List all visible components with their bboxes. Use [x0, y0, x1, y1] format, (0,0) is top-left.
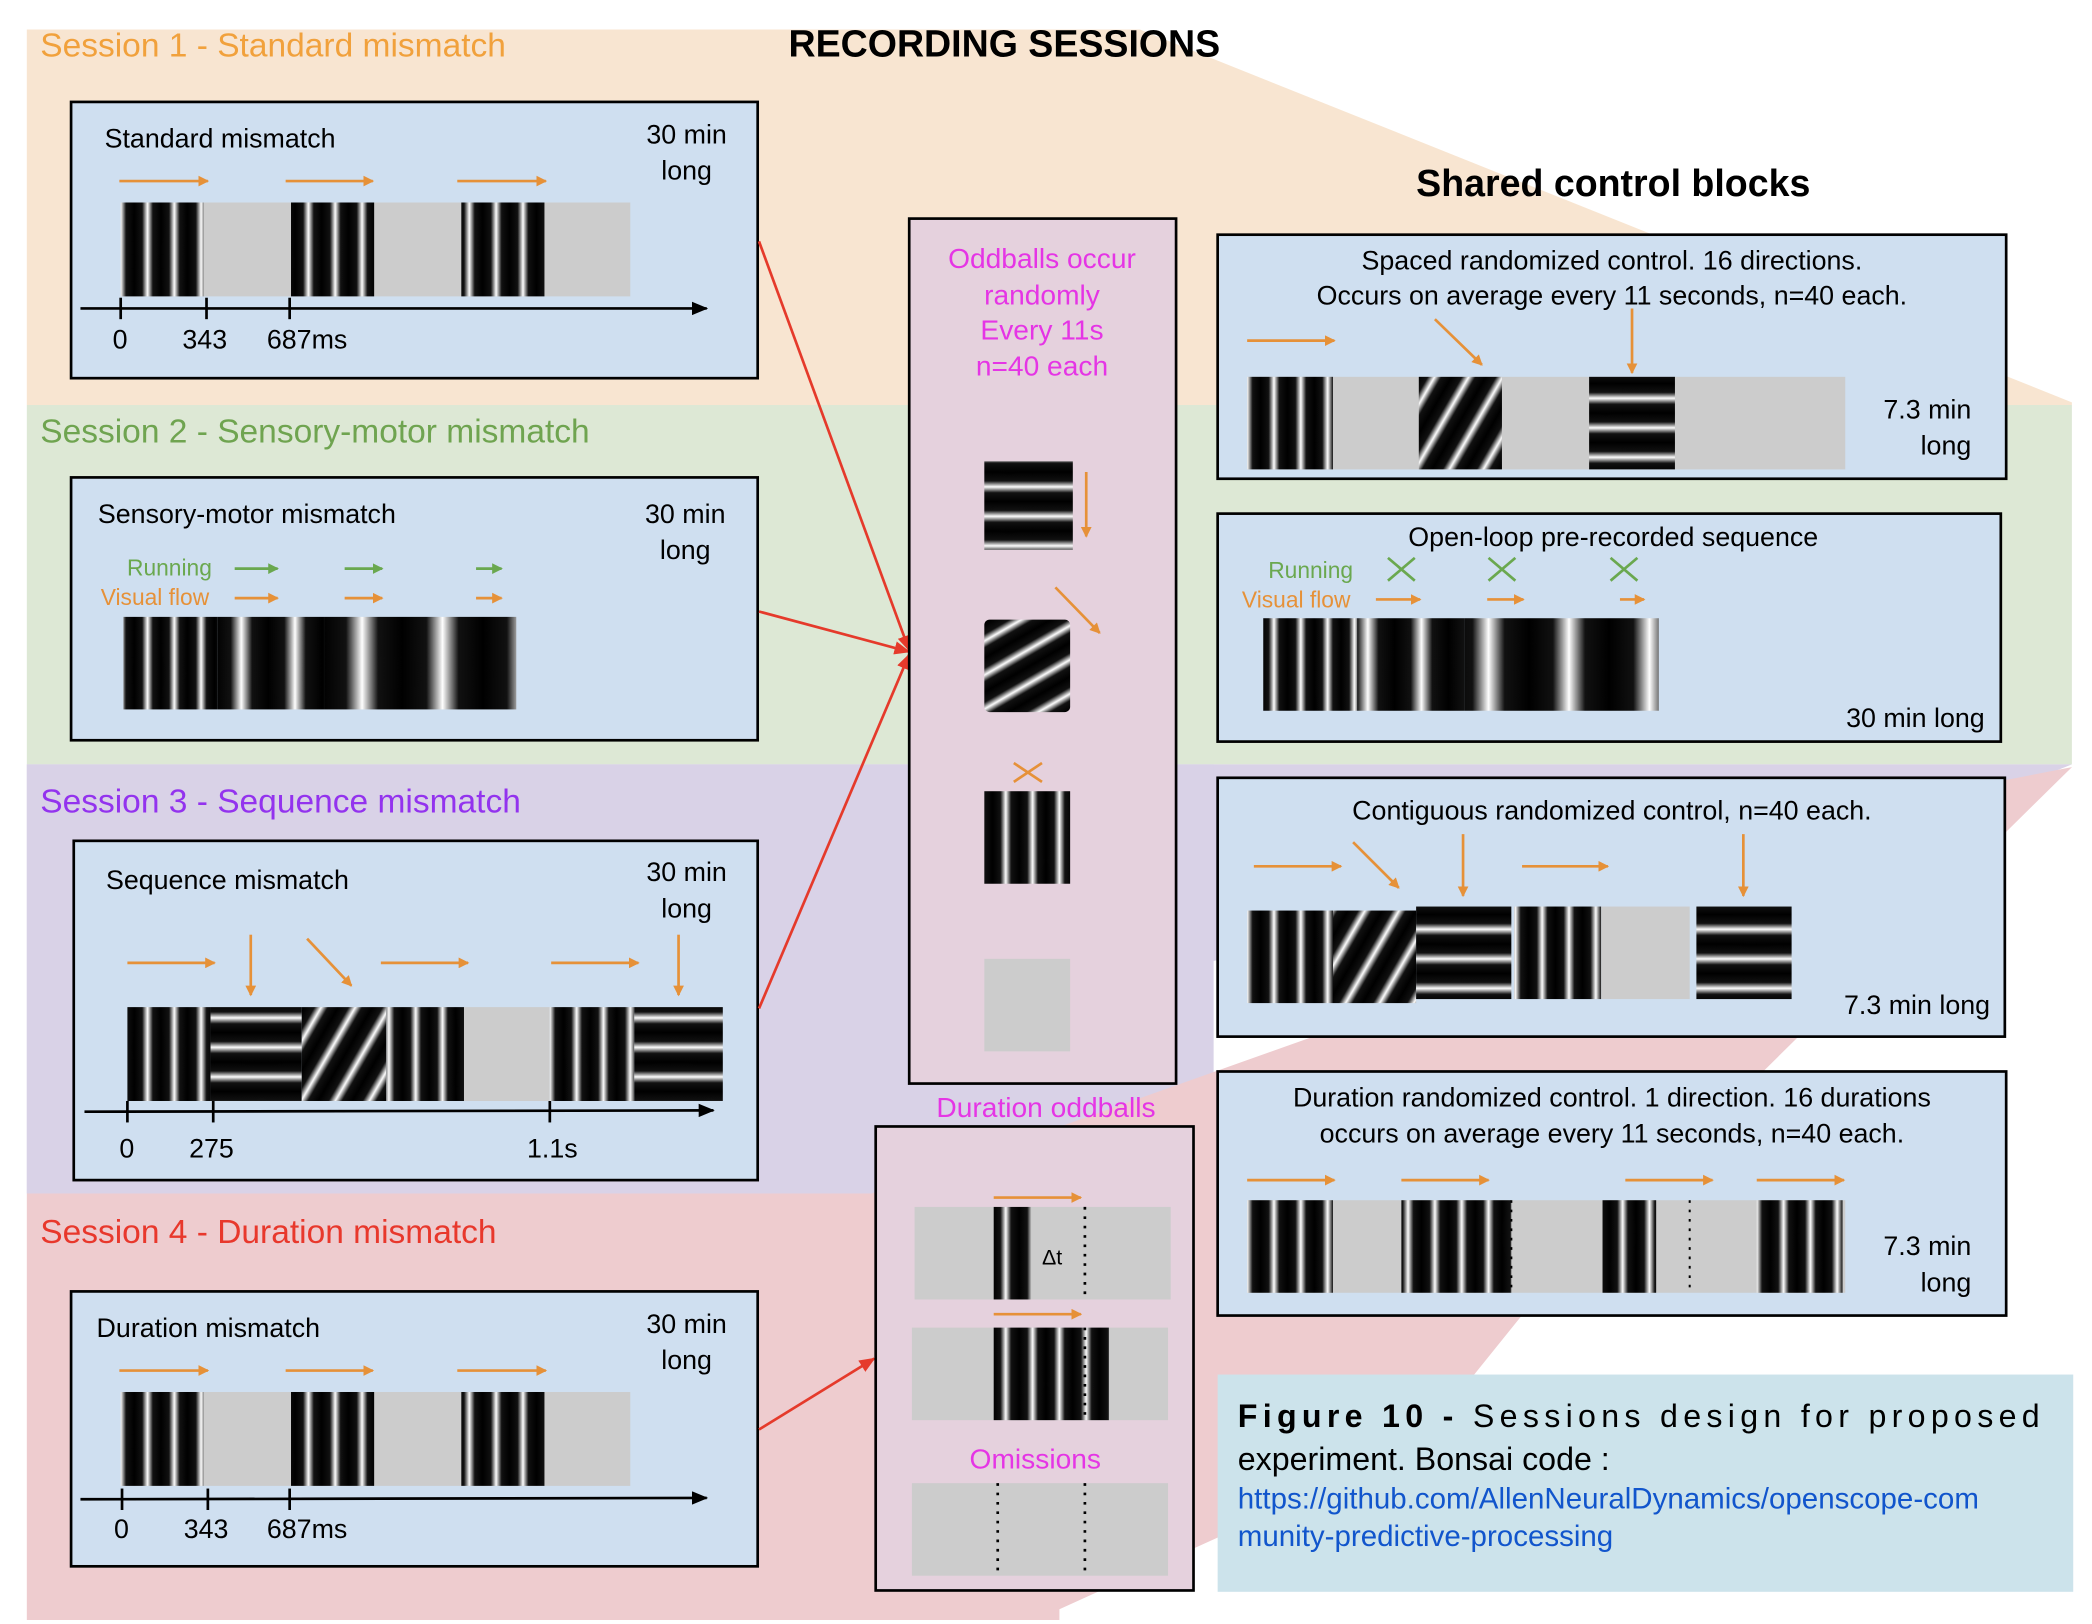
page-title: RECORDING SESSIONS: [789, 22, 1221, 64]
session1-tick-0: 0: [113, 325, 128, 355]
session1-tick-687: 687ms: [267, 325, 347, 355]
grating-vertical: [291, 202, 375, 297]
open-loop-visual-flow-label: Visual flow: [1242, 586, 1351, 612]
grating-vertical: [120, 1391, 204, 1486]
contiguous-control-title: Contiguous randomized control, n=40 each…: [1352, 795, 1871, 825]
session3-stimulus-strip: [127, 1007, 723, 1101]
session3-tick-0: 0: [119, 1133, 134, 1163]
session1-title: Session 1 - Standard mismatch: [40, 27, 506, 64]
spaced-control-line1: Spaced randomized control. 16 directions…: [1362, 246, 1863, 276]
contiguous-control-duration: 7.3 min long: [1844, 990, 1990, 1020]
grating-short: [993, 1206, 1032, 1300]
session4-tick-343: 343: [184, 1514, 229, 1544]
spaced-control-line2: Occurs on average every 11 seconds, n=40…: [1317, 280, 1907, 310]
spaced-control-duration-line2: long: [1921, 431, 1972, 461]
oddballs-text-line1: Oddballs occur: [948, 243, 1136, 274]
session3-box-label: Sequence mismatch: [106, 865, 349, 895]
session4-box-label: Duration mismatch: [97, 1313, 321, 1343]
open-loop-title: Open-loop pre-recorded sequence: [1408, 522, 1818, 552]
session3-title: Session 3 - Sequence mismatch: [40, 784, 521, 821]
grating-vertical: [461, 1391, 545, 1486]
delta-t-label: Δt: [1042, 1246, 1062, 1270]
session1-time-axis: [80, 297, 709, 320]
bonsai-code-link-line1[interactable]: https://github.com/AllenNeuralDynamics/o…: [1238, 1483, 1979, 1516]
caption-panel: [1217, 1374, 2074, 1592]
caption-text-1: Sessions design for proposed: [1459, 1398, 2040, 1434]
bonsai-code-link-line2[interactable]: munity-predictive-processing: [1238, 1520, 1613, 1553]
grating-vertical: [291, 1391, 375, 1486]
caption-figure-label: Figure 10 -: [1238, 1398, 1454, 1434]
open-loop-running-label: Running: [1268, 557, 1353, 583]
grating-vertical: [120, 202, 204, 297]
spaced-control-strip: [1247, 376, 1846, 470]
session2-duration-line2: long: [660, 535, 711, 565]
session1-duration-line2: long: [661, 156, 712, 186]
session3-tick-275: 275: [189, 1133, 234, 1163]
session3-duration-line2: long: [661, 893, 712, 923]
oddball-halt-cross-icon: [1013, 761, 1043, 783]
oddballs-text-line2: randomly: [984, 279, 1101, 310]
open-loop-duration: 30 min long: [1846, 703, 1985, 733]
caption-line2: experiment. Bonsai code :: [1238, 1441, 1610, 1477]
session2-duration-line1: 30 min: [645, 499, 725, 529]
spaced-control-duration-line1: 7.3 min: [1883, 394, 1971, 424]
duration-control-duration-line1: 7.3 min: [1883, 1231, 1971, 1261]
grating-long: [993, 1327, 1110, 1421]
session1-box-label: Standard mismatch: [105, 124, 336, 154]
session4-tick-0: 0: [114, 1514, 129, 1544]
oddball-vertical-grating: [984, 791, 1071, 884]
oddball-diagonal-grating: [984, 619, 1071, 713]
session4-tick-687: 687ms: [267, 1514, 347, 1544]
session4-time-axis: [80, 1488, 709, 1511]
omissions-label: Omissions: [970, 1443, 1101, 1474]
oddballs-text-line4: n=40 each: [976, 350, 1108, 381]
shared-controls-title: Shared control blocks: [1416, 162, 1810, 204]
session3-duration-line1: 30 min: [646, 857, 726, 887]
session4-duration-line2: long: [661, 1345, 712, 1375]
oddball-diagonal-arrow: [1054, 586, 1101, 634]
session4-duration-line1: 30 min: [646, 1309, 726, 1339]
grating-vertical: [461, 202, 545, 297]
session2-stimulus-strip: [123, 616, 517, 710]
oddball-horizontal-grating: [984, 461, 1073, 550]
duration-control-line1: Duration randomized control. 1 direction…: [1293, 1082, 1931, 1112]
session4-stimulus-strip: [120, 1391, 631, 1486]
session2-visual-flow-label: Visual flow: [101, 584, 210, 610]
session3-tick-1-1s: 1.1s: [527, 1133, 578, 1163]
duration-strip-short: [914, 1206, 1171, 1300]
duration-control-duration-line2: long: [1921, 1267, 1972, 1297]
oddball-gray-omission: [984, 958, 1071, 1052]
session3-time-axis: [84, 1100, 715, 1123]
contiguous-control-arrows: [1253, 834, 1749, 898]
duration-control-strip: [1247, 1200, 1846, 1293]
session2-running-label: Running: [127, 554, 212, 580]
session1-tick-343: 343: [182, 325, 227, 355]
caption-line1: Figure 10 - Sessions design for proposed: [1238, 1398, 2040, 1434]
spaced-control-arrows: [1247, 308, 1638, 375]
session3-direction-arrows: [127, 934, 684, 997]
omission-strip: [911, 1483, 1169, 1576]
session1-duration-line1: 30 min: [646, 119, 726, 149]
open-loop-strip: [1263, 618, 1659, 711]
open-loop-no-running-cross-icons: [1387, 556, 1639, 582]
oddballs-text-line3: Every 11s: [980, 314, 1103, 345]
session4-title: Session 4 - Duration mismatch: [40, 1214, 496, 1251]
connector-arrows: [757, 240, 911, 1431]
duration-oddballs-title: Duration oddballs: [936, 1092, 1155, 1123]
session1-stimulus-strip: [120, 202, 631, 297]
session2-box-label: Sensory-motor mismatch: [98, 499, 396, 529]
duration-control-line2: occurs on average every 11 seconds, n=40…: [1320, 1119, 1905, 1149]
contiguous-control-strip: [1247, 906, 1792, 1004]
session2-title: Session 2 - Sensory-motor mismatch: [40, 414, 589, 451]
